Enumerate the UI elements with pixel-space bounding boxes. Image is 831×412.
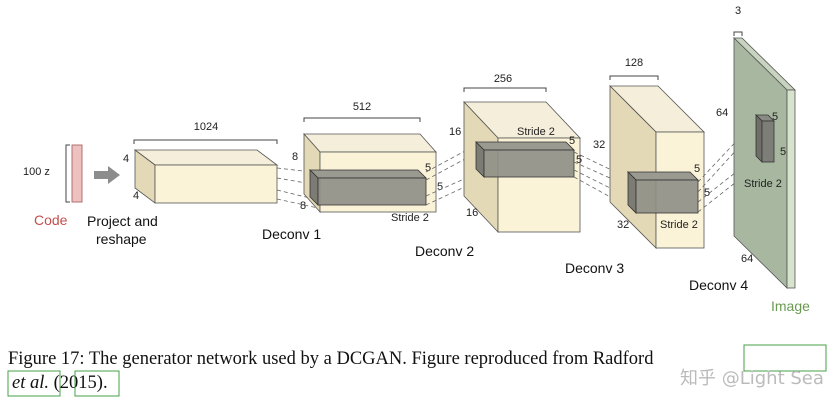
caption-line-1: Figure 17: The generator network used by…	[8, 349, 654, 369]
deconv4-label: Deconv 4	[689, 277, 748, 293]
deconv2-kernel-2: 5	[576, 154, 582, 166]
cite-year-box	[74, 370, 120, 397]
deconv4-kernel-1: 5	[772, 111, 778, 123]
project-block: 1024 4 4 Project and reshape	[87, 121, 279, 247]
caption-prefix: Figure 17:	[8, 349, 85, 369]
deconv2-block: 256 16 16 5 5 Stride 2 Deconv 2	[415, 73, 582, 259]
deconv1-side-a: 8	[292, 151, 298, 163]
figure-caption: Figure 17: The generator network used by…	[7, 344, 827, 397]
deconv3-kernel-1: 5	[694, 163, 700, 175]
deconv4-stride: Stride 2	[744, 178, 782, 190]
project-side-b: 4	[133, 190, 139, 202]
arrow-icon	[94, 166, 120, 184]
deconv2-kernel-1: 5	[569, 135, 575, 147]
deconv2-stride: Stride 2	[517, 126, 555, 138]
project-label-2: reshape	[96, 231, 147, 247]
deconv3-stride: Stride 2	[660, 219, 698, 231]
deconv3-depth-label: 128	[625, 57, 643, 69]
deconv3-kernel-2: 5	[704, 187, 710, 199]
deconv3-block: 128 32 32 5 5 Stride 2 Deconv 3	[565, 57, 710, 276]
code-label: Code	[34, 212, 68, 228]
deconv2-depth-label: 256	[494, 73, 512, 85]
caption-cite-etal[interactable]: et al.	[12, 373, 49, 393]
caption-line-2: et al. (2015).	[12, 373, 108, 393]
caption-cite-year[interactable]: 2015	[60, 373, 97, 393]
project-side-a: 4	[123, 153, 129, 165]
caption-cite-author[interactable]: Radford	[593, 349, 654, 369]
deconv1-side-b: 8	[300, 200, 306, 212]
deconv2-side-a: 16	[449, 126, 461, 138]
deconv2-label: Deconv 2	[415, 243, 474, 259]
caption-year-open: (	[49, 373, 60, 393]
deconv1-stride: Stride 2	[391, 212, 429, 224]
deconv4-side-b: 64	[741, 253, 753, 265]
watermark: 知乎 @Light Sea	[680, 368, 824, 389]
cite-etal-box	[7, 370, 61, 397]
deconv1-kernel-1: 5	[425, 162, 431, 174]
deconv1-kernel-2: 5	[437, 181, 443, 193]
deconv1-depth-label: 512	[353, 101, 371, 113]
caption-year-close: ).	[97, 373, 108, 393]
code-vector: 100 z Code	[23, 144, 83, 228]
image-label: Image	[771, 298, 810, 314]
project-depth-label: 1024	[194, 121, 218, 133]
deconv4-side-a: 64	[716, 107, 728, 119]
project-label-1: Project and	[87, 213, 158, 229]
deconv3-label: Deconv 3	[565, 260, 624, 276]
deconv2-side-b: 16	[466, 207, 478, 219]
deconv3-side-a: 32	[593, 139, 605, 151]
deconv4-kernel-2: 5	[780, 146, 786, 158]
deconv1-label: Deconv 1	[262, 226, 321, 242]
deconv4-block: 3 64 64 5 5 Stride 2 Deconv 4 Image	[689, 5, 810, 314]
caption-text: The generator network used by a DCGAN. F…	[85, 349, 593, 369]
code-dim-label: 100 z	[23, 166, 50, 178]
deconv4-channels-label: 3	[735, 5, 741, 17]
deconv3-side-b: 32	[617, 219, 629, 231]
deconv1-block: 512 8 8 5 5 Stride 2 Deconv 1	[262, 101, 443, 242]
cite-author-box	[743, 344, 827, 372]
